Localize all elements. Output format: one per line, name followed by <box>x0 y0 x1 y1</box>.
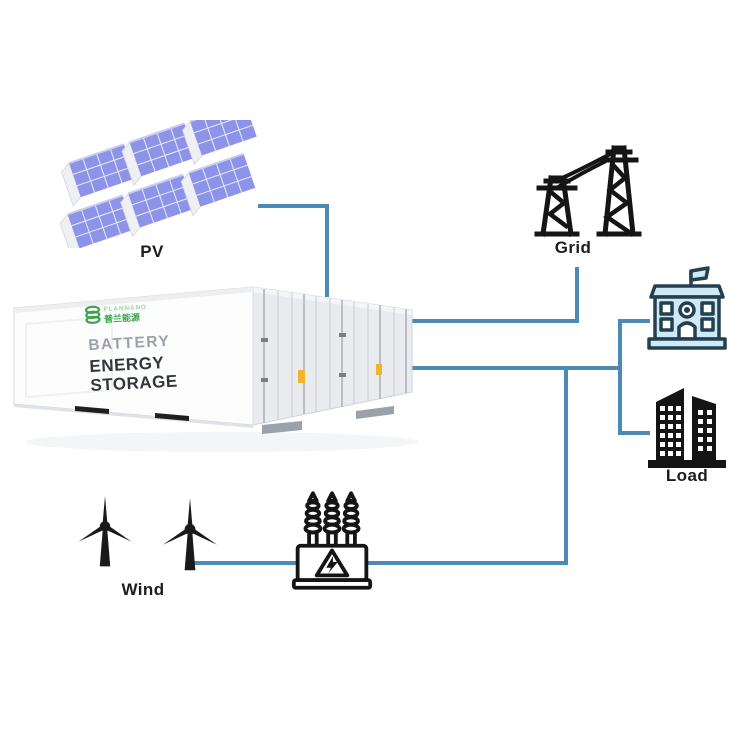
warning-sticker <box>298 370 305 383</box>
wind-turbine-icon <box>162 497 218 571</box>
load-label: Load <box>665 466 709 485</box>
container-vent <box>75 406 109 414</box>
line-grid-to-bess <box>385 267 579 323</box>
bess-title-bold-1: ENERGY <box>89 353 165 376</box>
transformer-icon <box>291 491 373 590</box>
pv-label: PV <box>140 242 164 261</box>
warning-sticker <box>376 364 382 375</box>
brand-logo-icon <box>84 305 101 324</box>
line-pv-to-bess <box>258 204 329 297</box>
school-building-icon <box>647 266 727 350</box>
city-buildings-icon <box>648 388 726 468</box>
brand-name-cjk: 普兰能源 <box>104 311 141 324</box>
wind-label: Wind <box>121 580 165 599</box>
bess-title-light: BATTERY <box>88 333 171 354</box>
brand-name-latin: PLANNANO <box>103 304 147 313</box>
wind-turbine-icon <box>78 495 132 567</box>
grid-label: Grid <box>554 238 592 257</box>
container-vent <box>155 413 189 421</box>
storage-container-graphic: PLANNANO 普兰能源 BATTERY ENERGY STORAGE <box>13 286 418 452</box>
transmission-towers-icon <box>534 145 642 237</box>
ground-shadow <box>26 432 418 452</box>
lightning-bolt-icon <box>326 556 338 574</box>
bess-title-bold-2: STORAGE <box>90 371 178 395</box>
solar-panel-array-icon <box>59 120 257 248</box>
line-school-load-trunk <box>618 319 650 435</box>
